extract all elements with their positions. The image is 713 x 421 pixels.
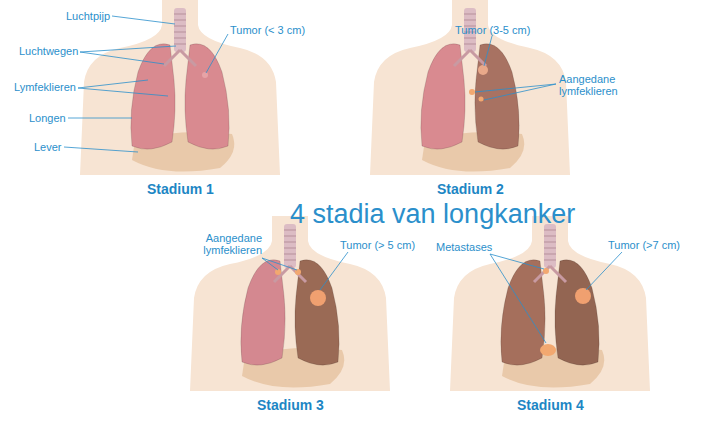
- part-label: Aangedane lymfeklieren: [559, 73, 641, 97]
- part-label: Tumor (> 5 cm): [340, 239, 415, 251]
- part-label: Tumor (3-5 cm): [455, 24, 530, 36]
- stage-label: Stadium 3: [257, 397, 324, 413]
- stage-label: Stadium 4: [517, 397, 584, 413]
- stage-label: Stadium 1: [147, 181, 214, 197]
- part-label: Luchtwegen: [19, 45, 78, 57]
- part-label: Tumor (< 3 cm): [230, 24, 305, 36]
- part-label: Aangedane lymfeklieren: [180, 232, 262, 256]
- part-label: Lever: [34, 141, 62, 153]
- part-label: Luchtpijp: [66, 10, 110, 22]
- part-label: Longen: [29, 112, 66, 124]
- stage-label: Stadium 2: [437, 181, 504, 197]
- part-label: Tumor (>7 cm): [608, 239, 680, 251]
- diagram-title: 4 stadia van longkanker: [290, 199, 575, 229]
- part-label: Lymfeklieren: [14, 81, 76, 93]
- part-label: Metastases: [436, 241, 492, 253]
